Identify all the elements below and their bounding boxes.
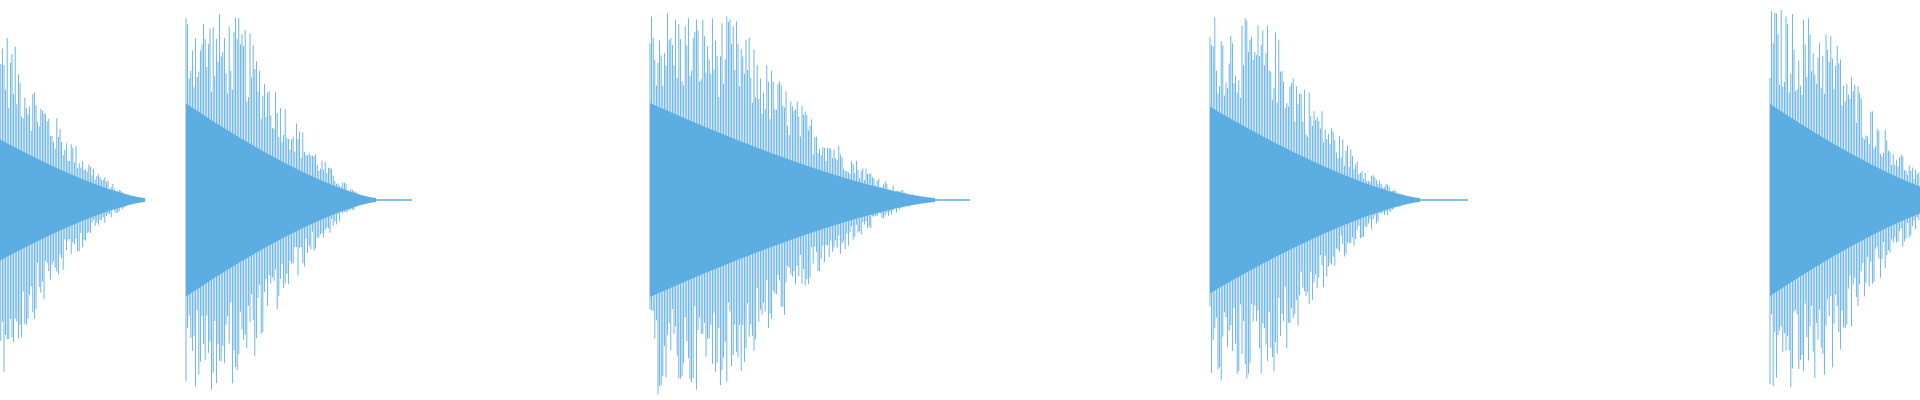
burst-spikes bbox=[649, 13, 934, 395]
waveform-burst-1 bbox=[0, 38, 145, 372]
waveform-burst-2 bbox=[185, 14, 412, 390]
waveform-burst-4 bbox=[1209, 17, 1468, 381]
burst-spikes bbox=[1769, 10, 1920, 388]
burst-spikes bbox=[1209, 17, 1419, 381]
waveform-bursts bbox=[0, 10, 1920, 395]
burst-spikes bbox=[0, 38, 144, 372]
burst-spikes bbox=[185, 14, 376, 390]
waveform-burst-5 bbox=[1769, 10, 1920, 388]
burst-core bbox=[186, 103, 376, 297]
waveform-burst-3 bbox=[649, 13, 970, 395]
